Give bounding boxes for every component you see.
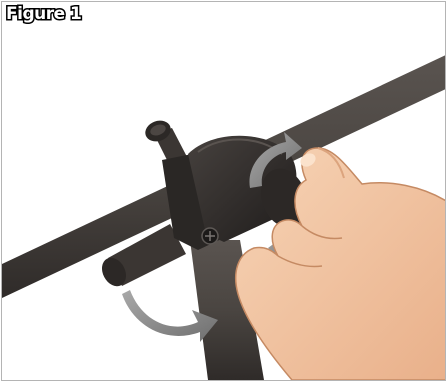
- figure-label: Figure 1: [6, 4, 81, 24]
